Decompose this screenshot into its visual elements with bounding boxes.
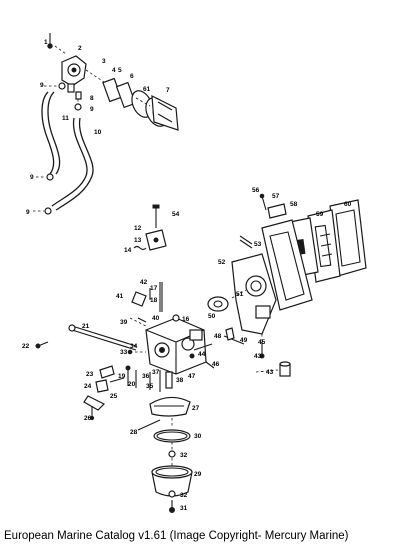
callout-23: 23 <box>86 371 94 378</box>
callout-18: 18 <box>150 297 158 304</box>
callout-7: 7 <box>166 87 170 94</box>
callout-56: 56 <box>252 187 260 194</box>
callout-26: 26 <box>84 415 92 422</box>
callout-36: 36 <box>142 373 150 380</box>
callout-5: 5 <box>118 67 122 74</box>
callout-46: 46 <box>212 361 220 368</box>
callout-16: 16 <box>182 316 190 323</box>
callout-40: 40 <box>152 315 160 322</box>
callout-39: 39 <box>120 319 128 326</box>
callout-27: 27 <box>192 405 200 412</box>
callout-60: 60 <box>344 201 352 208</box>
callout-21: 21 <box>82 323 90 330</box>
callout-38: 38 <box>176 377 184 384</box>
callout-59: 59 <box>316 211 324 218</box>
callout-53: 53 <box>254 241 262 248</box>
callout-20: 20 <box>128 381 136 388</box>
callout-28: 28 <box>130 429 138 436</box>
callout-54: 54 <box>172 211 180 218</box>
fuel-pump-assembly <box>47 33 179 131</box>
callout-14: 14 <box>124 247 132 254</box>
callout-6: 6 <box>130 73 134 80</box>
callout-61: 61 <box>143 86 151 93</box>
callout-2: 2 <box>78 45 82 52</box>
callout-4: 4 <box>112 67 116 74</box>
callout-43a: 43 <box>254 353 262 360</box>
callout-9a: 9 <box>40 82 44 89</box>
callout-11: 11 <box>62 115 69 122</box>
callout-37: 37 <box>152 369 160 376</box>
callout-32a: 32 <box>180 452 188 459</box>
callout-51: 51 <box>236 291 244 298</box>
callout-33: 33 <box>120 349 128 356</box>
callout-24: 24 <box>84 383 92 390</box>
callout-49: 49 <box>240 337 248 344</box>
callout-42: 42 <box>140 279 148 286</box>
callout-1: 1 <box>44 39 48 46</box>
callout-58: 58 <box>290 201 298 208</box>
callout-13: 13 <box>134 237 142 244</box>
callout-41: 41 <box>116 293 124 300</box>
callout-22: 22 <box>22 343 30 350</box>
callout-45: 45 <box>258 339 266 346</box>
callout-10: 10 <box>94 129 102 136</box>
callout-labels: 1 2 3 4 5 6 61 7 9 8 9 11 10 9 9 56 57 5… <box>22 39 352 512</box>
callout-25: 25 <box>110 393 118 400</box>
callout-3: 3 <box>102 58 106 65</box>
callout-9d: 9 <box>26 209 30 216</box>
callout-19: 19 <box>118 373 126 380</box>
callout-29: 29 <box>194 471 202 478</box>
callout-17: 17 <box>150 285 158 292</box>
callout-44: 44 <box>198 351 206 358</box>
fuel-hoses <box>33 82 94 215</box>
callout-9b: 9 <box>90 106 94 113</box>
callout-50: 50 <box>208 313 216 320</box>
callout-35: 35 <box>146 383 154 390</box>
callout-48: 48 <box>214 333 222 340</box>
callout-32b: 32 <box>180 492 188 499</box>
callout-8: 8 <box>90 95 94 102</box>
float-bowl-assembly <box>83 365 193 513</box>
callout-57: 57 <box>272 193 280 200</box>
callout-12: 12 <box>134 225 142 232</box>
carburetor-body <box>35 204 215 375</box>
callout-9c: 9 <box>30 174 34 181</box>
reed-plate-gaskets <box>239 193 367 311</box>
callout-31: 31 <box>180 505 188 512</box>
callout-30: 30 <box>194 433 202 440</box>
callout-52: 52 <box>218 259 226 266</box>
intake-manifold <box>207 253 291 377</box>
callout-47: 47 <box>188 373 196 380</box>
image-caption: European Marine Catalog v1.61 (Image Cop… <box>4 530 349 542</box>
callout-43b: 43 <box>266 369 274 376</box>
callout-34: 34 <box>130 343 138 350</box>
